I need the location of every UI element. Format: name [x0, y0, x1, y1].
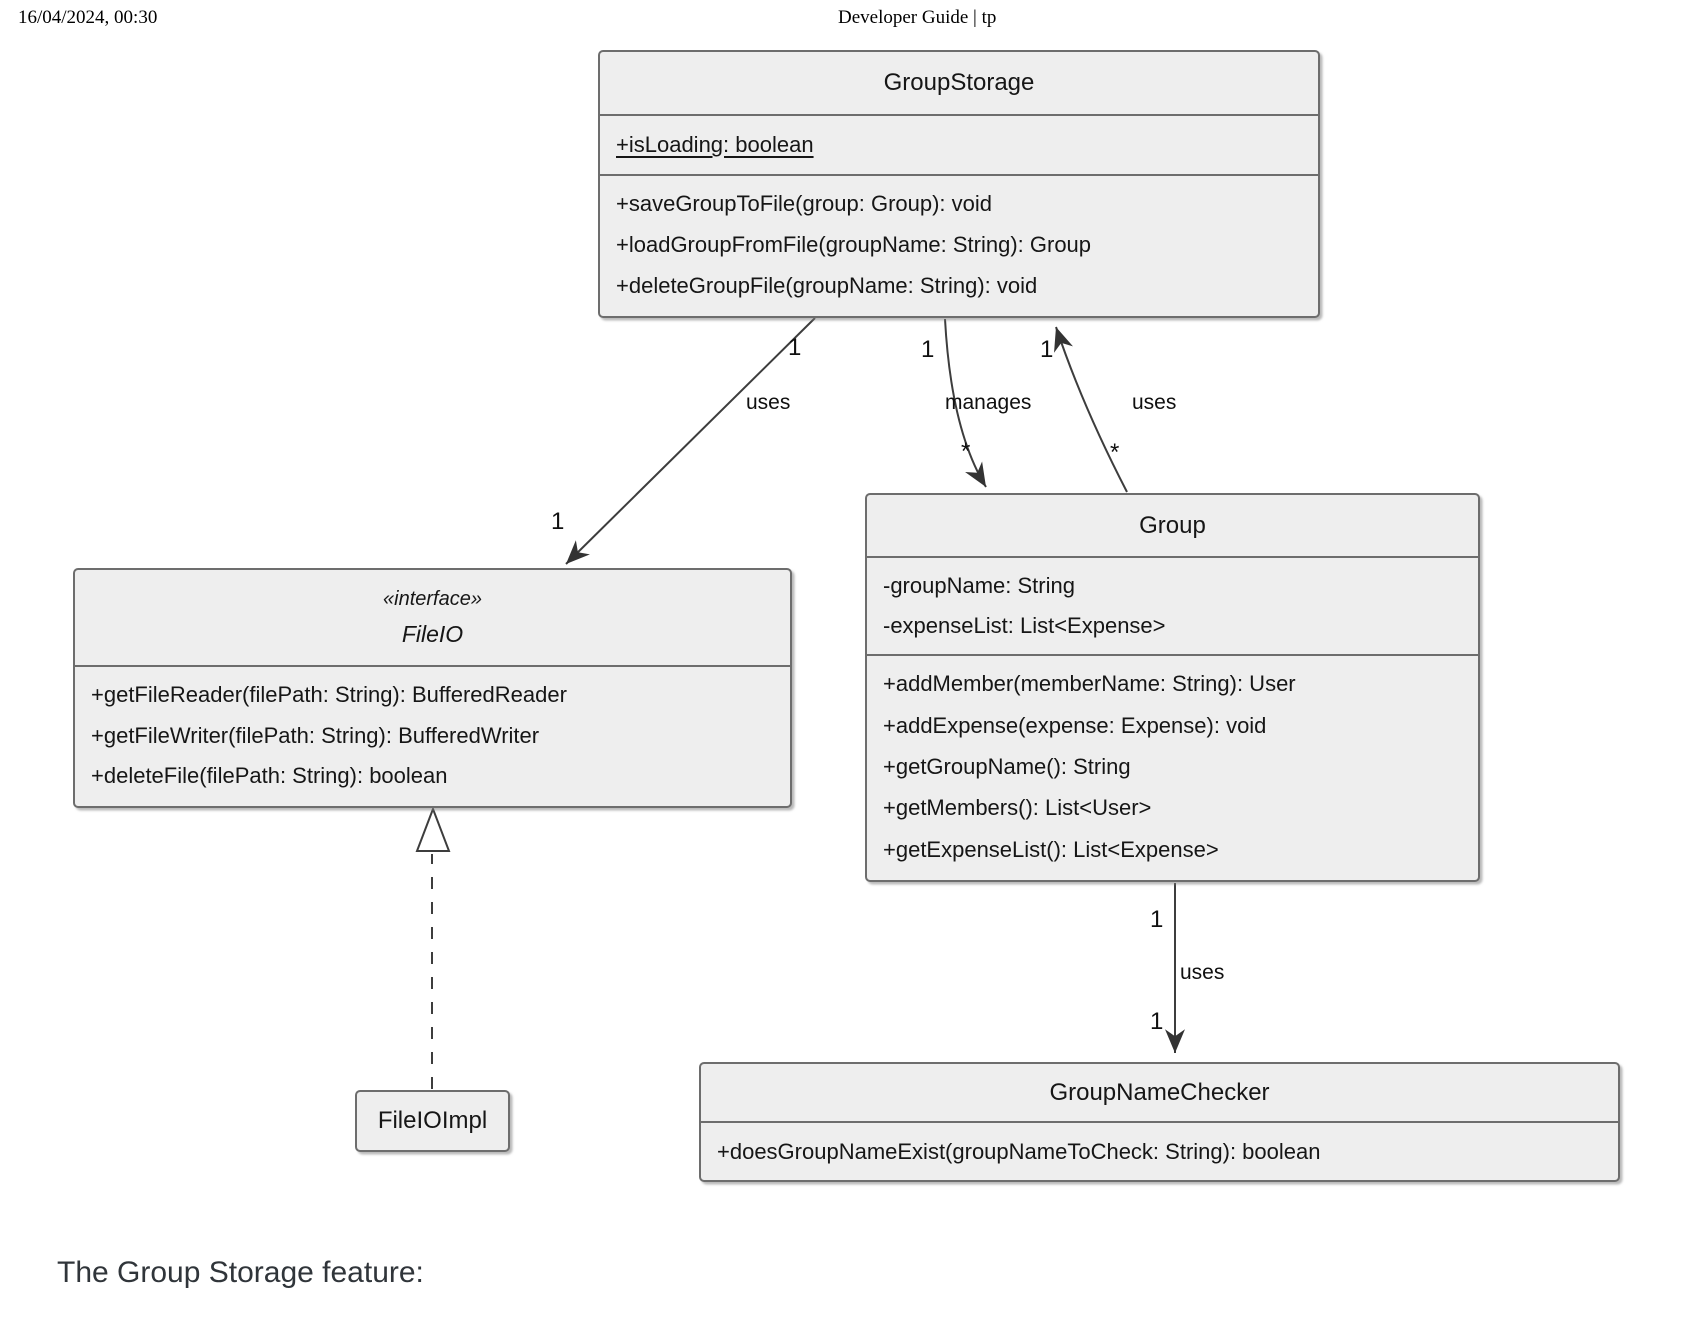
header-doc-title: Developer Guide | tp — [838, 7, 997, 28]
fileio-method: +getFileReader(filePath: String): Buffer… — [91, 681, 567, 707]
group-method: +addMember(memberName: String): User — [883, 671, 1296, 697]
edge-groupstorage-uses-fileio-line — [565, 317, 816, 565]
group-method: +getGroupName(): String — [883, 753, 1131, 779]
fileio-stereotype: «interface» — [383, 587, 482, 610]
class-fileio-name: FileIO — [401, 620, 464, 647]
label-storage-manages-group: manages — [945, 391, 1032, 414]
mult-storage-manages-group-target: * — [961, 438, 971, 465]
class-group-name: Group — [867, 495, 1478, 558]
class-fileioimpl: FileIOImpl — [355, 1090, 510, 1152]
group-method: +addExpense(expense: Expense): void — [883, 712, 1267, 738]
group-attribute: -expenseList: List<Expense> — [883, 613, 1166, 639]
class-groupnamechecker-name: GroupNameChecker — [701, 1064, 1618, 1123]
edge-group-uses-groupstorage-line — [1054, 326, 1128, 493]
header-datetime: 16/04/2024, 00:30 — [18, 7, 158, 28]
section-caption: The Group Storage feature: — [57, 1256, 424, 1289]
groupstorage-method: +deleteGroupFile(groupName: String): voi… — [616, 273, 1038, 298]
mult-storage-uses-fileio-source: 1 — [788, 334, 802, 361]
edge-groupstorage-manages-group-line — [944, 318, 987, 488]
group-attribute: -groupName: String — [883, 572, 1075, 598]
mult-storage-uses-fileio-target: 1 — [551, 508, 565, 535]
class-groupstorage-name: GroupStorage — [600, 52, 1318, 116]
class-fileioimpl-name: FileIOImpl — [377, 1107, 488, 1134]
realization-triangle-icon — [415, 806, 451, 852]
label-group-uses-storage: uses — [1132, 391, 1177, 414]
group-method: +getMembers(): List<User> — [883, 795, 1152, 821]
groupstorage-attribute: +isLoading: boolean — [616, 132, 814, 157]
mult-storage-manages-group-source: 1 — [921, 336, 935, 363]
class-groupstorage: GroupStorage +isLoading: boolean +saveGr… — [598, 50, 1320, 318]
groupnamechecker-method: +doesGroupNameExist(groupNameToCheck: St… — [717, 1138, 1321, 1164]
label-group-uses-checker: uses — [1180, 961, 1225, 984]
groupstorage-method: +saveGroupToFile(group: Group): void — [616, 191, 993, 216]
groupstorage-method: +loadGroupFromFile(groupName: String): G… — [616, 232, 1092, 257]
fileio-method: +getFileWriter(filePath: String): Buffer… — [91, 722, 540, 748]
group-method: +getExpenseList(): List<Expense> — [883, 836, 1219, 862]
mult-group-uses-storage-target: 1 — [1040, 336, 1054, 363]
mult-group-uses-checker-source: 1 — [1150, 906, 1164, 933]
class-groupnamechecker: GroupNameChecker +doesGroupNameExist(gro… — [699, 1062, 1620, 1182]
mult-group-uses-storage-source: * — [1110, 439, 1120, 466]
fileio-method: +deleteFile(filePath: String): boolean — [91, 763, 448, 789]
class-fileio: «interface» FileIO +getFileReader(filePa… — [73, 568, 792, 808]
class-group: Group -groupName: String -expenseList: L… — [865, 493, 1480, 882]
label-storage-uses-fileio: uses — [746, 391, 791, 414]
mult-group-uses-checker-target: 1 — [1150, 1008, 1164, 1035]
